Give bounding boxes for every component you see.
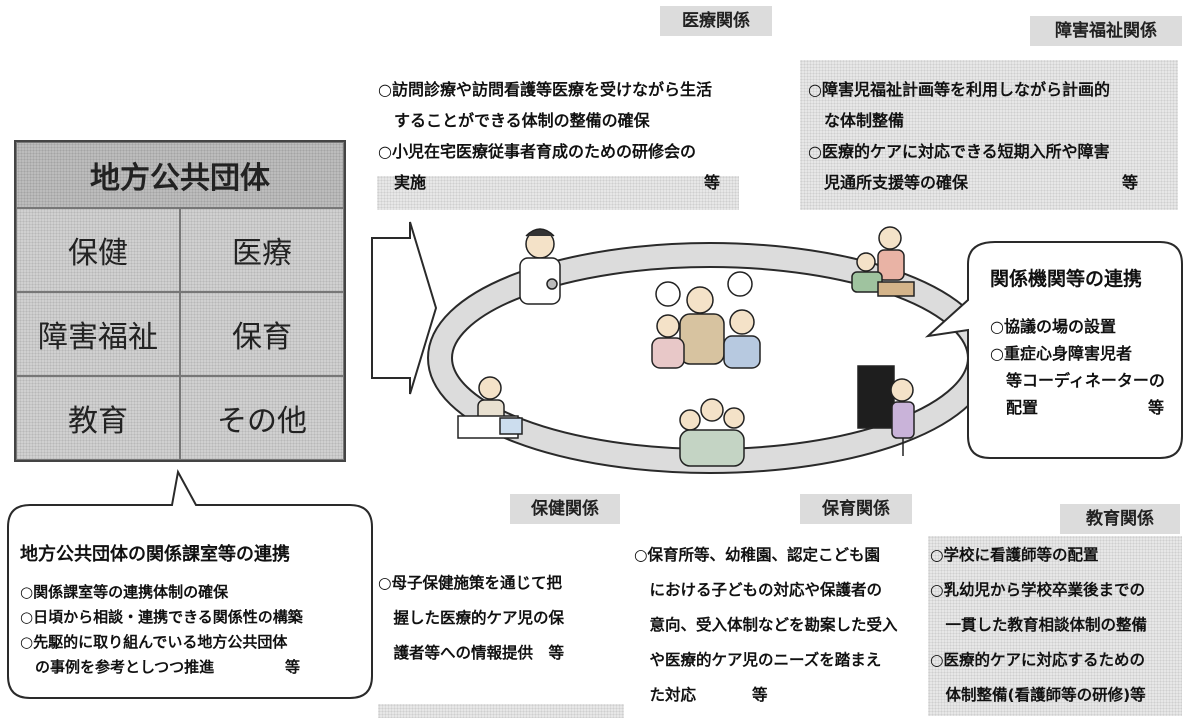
disability-line: 児通所支援等の確保 xyxy=(808,173,969,192)
cooperation-title: 関係機関等の連携 xyxy=(990,268,1143,290)
education-line: ○医療的ケアに対応するための xyxy=(930,651,1146,669)
health-line: 護者等への情報提供 等 xyxy=(378,644,565,662)
cooperation-line: ○重症心身障害児者 xyxy=(990,344,1132,363)
childcare-line: 意向、受入体制などを勘案した受入 xyxy=(634,616,898,634)
education-text: ○学校に看護師等の配置 ○乳幼児から学校卒業後までの 一貫した教育相談体制の整備… xyxy=(930,538,1182,713)
disability-line: ○医療的ケアに対応できる短期入所や障害 xyxy=(808,142,1110,161)
disability-box-bg xyxy=(800,60,1178,210)
matrix-cell-childcare: 保育 xyxy=(180,292,344,376)
local-line: ○先駆的に取り組んでいる地方公共団体 xyxy=(20,633,288,651)
matrix-cell-health: 保健 xyxy=(16,208,180,292)
local-line: ○日頃から相談・連携できる関係性の構築 xyxy=(20,608,303,626)
health-box-bg xyxy=(378,704,624,718)
education-line: 体制整備(看護師等の研修)等 xyxy=(930,686,1146,704)
childcare-suffix: 等 xyxy=(752,686,768,704)
medical-box-bg xyxy=(377,176,739,210)
medical-line: ○小児在宅医療従事者育成のための研修会の xyxy=(378,142,696,161)
header-health: 保健関係 xyxy=(510,494,620,524)
cooperation-line: 配置 xyxy=(990,398,1039,417)
medical-suffix: 等 xyxy=(703,173,720,192)
medical-line: 実施 xyxy=(378,173,427,192)
medical-line: ○訪問診療や訪問看護等医療を受けながら生活 xyxy=(378,80,712,99)
cooperation-suffix: 等 xyxy=(1147,398,1164,417)
matrix-title: 地方公共団体 xyxy=(16,142,344,208)
childcare-figure-icon xyxy=(851,226,915,297)
local-bubble xyxy=(7,469,373,699)
header-disability: 障害福祉関係 xyxy=(1030,16,1182,46)
matrix-cell-disability: 障害福祉 xyxy=(16,292,180,376)
disability-line: ○障害児福祉計画等を利用しながら計画的 xyxy=(808,80,1110,99)
education-line: ○乳幼児から学校卒業後までの xyxy=(930,581,1146,599)
local-text: 地方公共団体の関係課室等の連携 ○関係課室等の連携体制の確保 ○日頃から相談・連… xyxy=(20,540,360,680)
right-arrow-icon xyxy=(371,221,438,395)
medical-text: ○訪問診療や訪問看護等医療を受けながら生活 することができる体制の整備の確保 ○… xyxy=(378,74,738,198)
education-box-bg xyxy=(928,536,1182,716)
doctor-figure-icon xyxy=(519,228,561,305)
childcare-line: た対応 xyxy=(634,686,697,704)
health-text: ○母子保健施策を通じて把 握した医療的ケア児の保 護者等への情報提供 等 xyxy=(378,566,618,671)
cooperation-text: 関係機関等の連携 ○協議の場の設置 ○重症心身障害児者 等コーディネーターの 配… xyxy=(990,266,1166,421)
education-line: 一貫した教育相談体制の整備 xyxy=(930,616,1148,634)
disability-suffix: 等 xyxy=(1121,173,1138,192)
local-line: の事例を参考としつつ推進 xyxy=(20,658,215,676)
childcare-line: や医療的ケア児のニーズを踏まえ xyxy=(634,651,882,669)
local-line: ○関係課室等の連携体制の確保 xyxy=(20,583,229,601)
header-childcare: 保育関係 xyxy=(800,494,912,524)
health-nurse-figure-icon xyxy=(457,376,523,439)
cooperation-line: ○協議の場の設置 xyxy=(990,317,1116,336)
childcare-text: ○保育所等、幼稚園、認定こども園 における子どもの対応や保護者の 意向、受入体制… xyxy=(634,538,924,713)
disability-text: ○障害児福祉計画等を利用しながら計画的 な体制整備 ○医療的ケアに対応できる短期… xyxy=(808,74,1168,198)
medical-line: することができる体制の整備の確保 xyxy=(378,111,650,130)
cooperation-bubble xyxy=(924,241,1183,459)
matrix-cell-medical: 医療 xyxy=(180,208,344,292)
cooperation-line: 等コーディネーターの xyxy=(990,371,1165,390)
matrix-cell-education: 教育 xyxy=(16,376,180,460)
local-suffix: 等 xyxy=(284,658,300,676)
childcare-line: における子どもの対応や保護者の xyxy=(634,581,883,599)
header-medical: 医療関係 xyxy=(660,6,772,36)
teacher-figure-icon xyxy=(857,365,915,456)
children-group-figure-icon xyxy=(679,398,745,467)
local-government-matrix: 地方公共団体 保健 医療 障害福祉 保育 教育 その他 xyxy=(14,140,346,462)
health-line: 握した医療的ケア児の保 xyxy=(378,609,565,627)
family-figure-icon xyxy=(651,271,761,369)
matrix-cell-other: その他 xyxy=(180,376,344,460)
education-line: ○学校に看護師等の配置 xyxy=(930,546,1099,564)
header-education: 教育関係 xyxy=(1060,504,1180,534)
health-line: ○母子保健施策を通じて把 xyxy=(378,574,563,592)
disability-line: な体制整備 xyxy=(808,111,905,130)
local-title: 地方公共団体の関係課室等の連携 xyxy=(20,544,290,565)
childcare-line: ○保育所等、幼稚園、認定こども園 xyxy=(634,546,881,564)
